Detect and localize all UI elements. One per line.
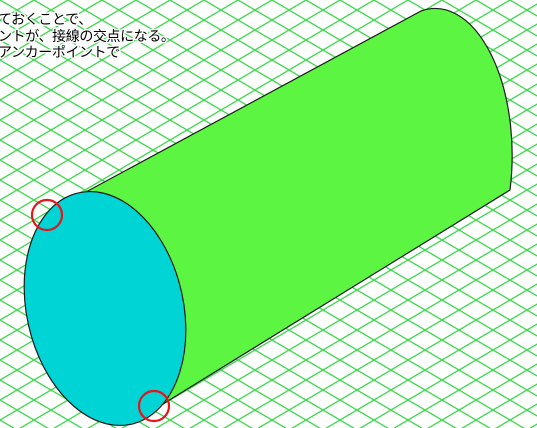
tangent-point-marker-bottom (137, 389, 171, 423)
cylinder-end-face (23, 190, 187, 427)
explanation-note: ておくことで、 ントが、接線の交点になる。 アンカーポイントで (0, 11, 176, 63)
note-line-1: ておくことで、 (0, 12, 92, 28)
note-line-3: アンカーポイントで (0, 45, 120, 61)
tangent-point-marker-top (30, 198, 64, 232)
note-line-2: ントが、接線の交点になる。 (0, 28, 175, 45)
